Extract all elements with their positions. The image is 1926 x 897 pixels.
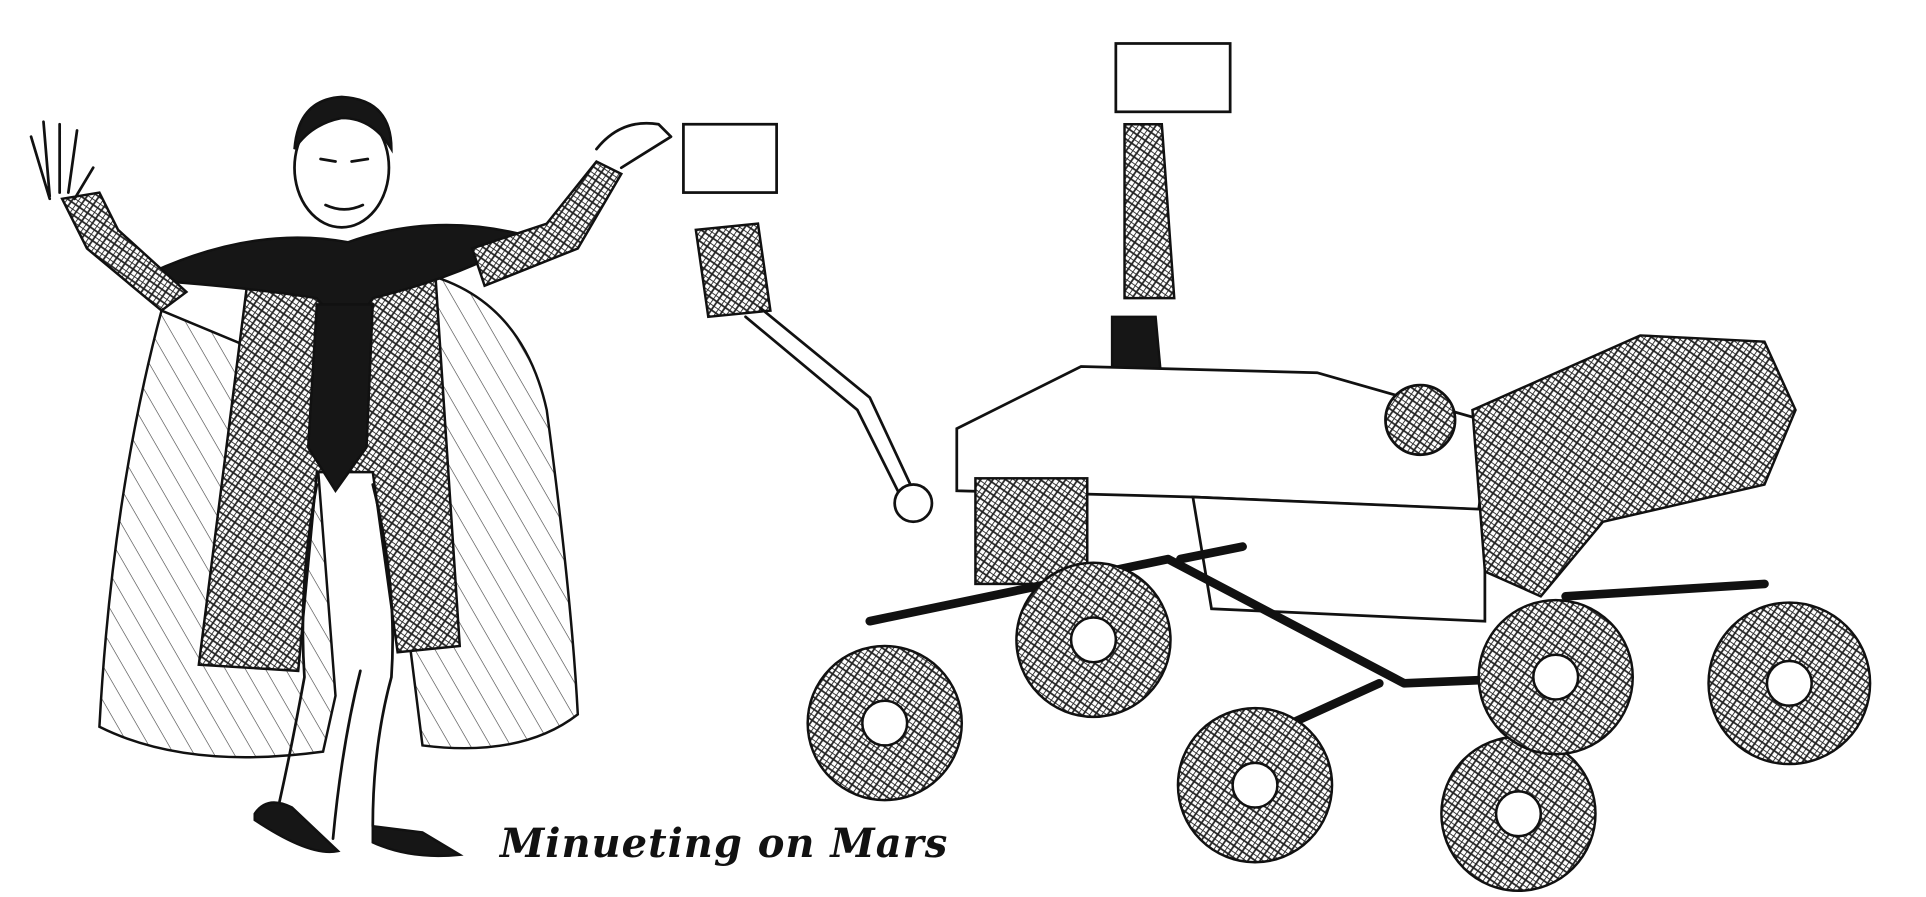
legs <box>278 483 395 840</box>
antenna-dish <box>1384 383 1457 457</box>
rtg-panel <box>1471 334 1797 598</box>
vest <box>306 303 375 493</box>
raised-hand <box>29 120 95 201</box>
arm-turret <box>682 122 778 194</box>
suspension <box>865 542 1769 750</box>
robotic-arm <box>694 222 772 319</box>
mast <box>1123 122 1176 300</box>
mast-camera <box>1114 42 1232 114</box>
dancer-figure <box>29 95 673 858</box>
wheels <box>806 561 1872 893</box>
rover <box>682 42 1872 893</box>
right-arm <box>470 159 624 288</box>
caption: Minueting on Mars <box>500 820 949 867</box>
left-arm <box>60 191 189 313</box>
shoes <box>253 801 464 858</box>
right-hand <box>595 121 673 170</box>
